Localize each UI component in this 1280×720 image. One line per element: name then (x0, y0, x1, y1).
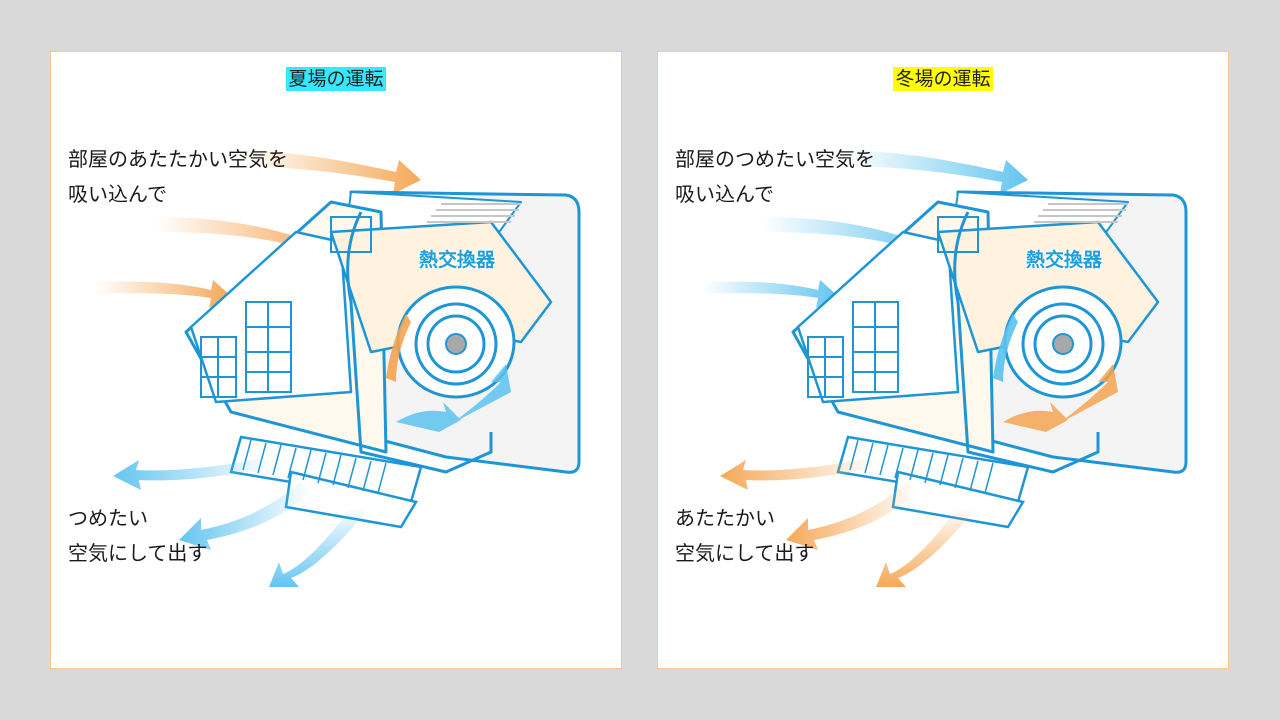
output-caption-line1: あたたかい (675, 506, 775, 530)
fan (396, 285, 516, 399)
output-caption: あたたかい 空気にして出す (675, 501, 814, 571)
intake-caption-line1: 部屋のつめたい空気を (675, 147, 875, 171)
panel-title: 夏場の運転 (51, 66, 621, 92)
air-conditioner-diagram (703, 150, 1188, 587)
winter-panel: 冬場の運転 (657, 51, 1229, 669)
output-arrow-middle (179, 482, 311, 550)
intake-arrow-top (241, 150, 421, 194)
intake-arrow-bottom (703, 280, 838, 308)
output-arrow-bottom (269, 507, 366, 587)
output-arrows (113, 457, 311, 550)
filter-frame (796, 230, 960, 404)
panel-title: 冬場の運転 (658, 66, 1228, 92)
output-arrow-middle (786, 482, 918, 550)
winter-title: 冬場の運転 (893, 67, 993, 91)
front-panel (346, 211, 493, 474)
internal-warm-flow (386, 314, 411, 382)
intake-arrow-bottom (96, 280, 231, 308)
intake-arrow-middle (763, 217, 943, 262)
output-caption: つめたい 空気にして出す (68, 501, 207, 571)
internal-cool-flow (396, 364, 511, 432)
heat-exchanger-label: 熱交換器 (419, 249, 496, 271)
output-caption-line1: つめたい (68, 506, 148, 530)
fan (1003, 285, 1123, 399)
output-arrow-left (113, 457, 271, 490)
intake-caption-line1: 部屋のあたたかい空気を (68, 147, 288, 171)
intake-arrows (703, 150, 1028, 308)
intake-caption: 部屋のあたたかい空気を 吸い込んで (68, 142, 288, 212)
front-panel (953, 211, 1100, 474)
filter-mesh (200, 216, 372, 398)
output-caption-line2: 空気にして出す (68, 541, 208, 565)
air-conditioner-diagram (96, 150, 581, 587)
intake-caption: 部屋のつめたい空気を 吸い込んで (675, 142, 875, 212)
intake-arrows (96, 150, 421, 308)
summer-panel: 夏場の運転 (50, 51, 622, 669)
internal-cool-flow (993, 314, 1018, 382)
output-arrow-left (720, 457, 878, 490)
output-arrows (720, 457, 918, 550)
output-caption-line2: 空気にして出す (675, 541, 815, 565)
intake-arrow-top (848, 150, 1028, 194)
heat-exchanger-label: 熱交換器 (1026, 249, 1103, 271)
filter-frame (189, 230, 353, 404)
top-grille (1034, 203, 1128, 223)
summer-title: 夏場の運転 (286, 67, 386, 91)
filter-mesh (807, 216, 979, 398)
intake-arrow-middle (156, 217, 336, 262)
intake-caption-line2: 吸い込んで (68, 182, 167, 206)
output-arrow-bottom (876, 507, 973, 587)
top-grille (427, 203, 521, 223)
intake-caption-line2: 吸い込んで (675, 182, 774, 206)
internal-warm-flow (1003, 364, 1118, 432)
